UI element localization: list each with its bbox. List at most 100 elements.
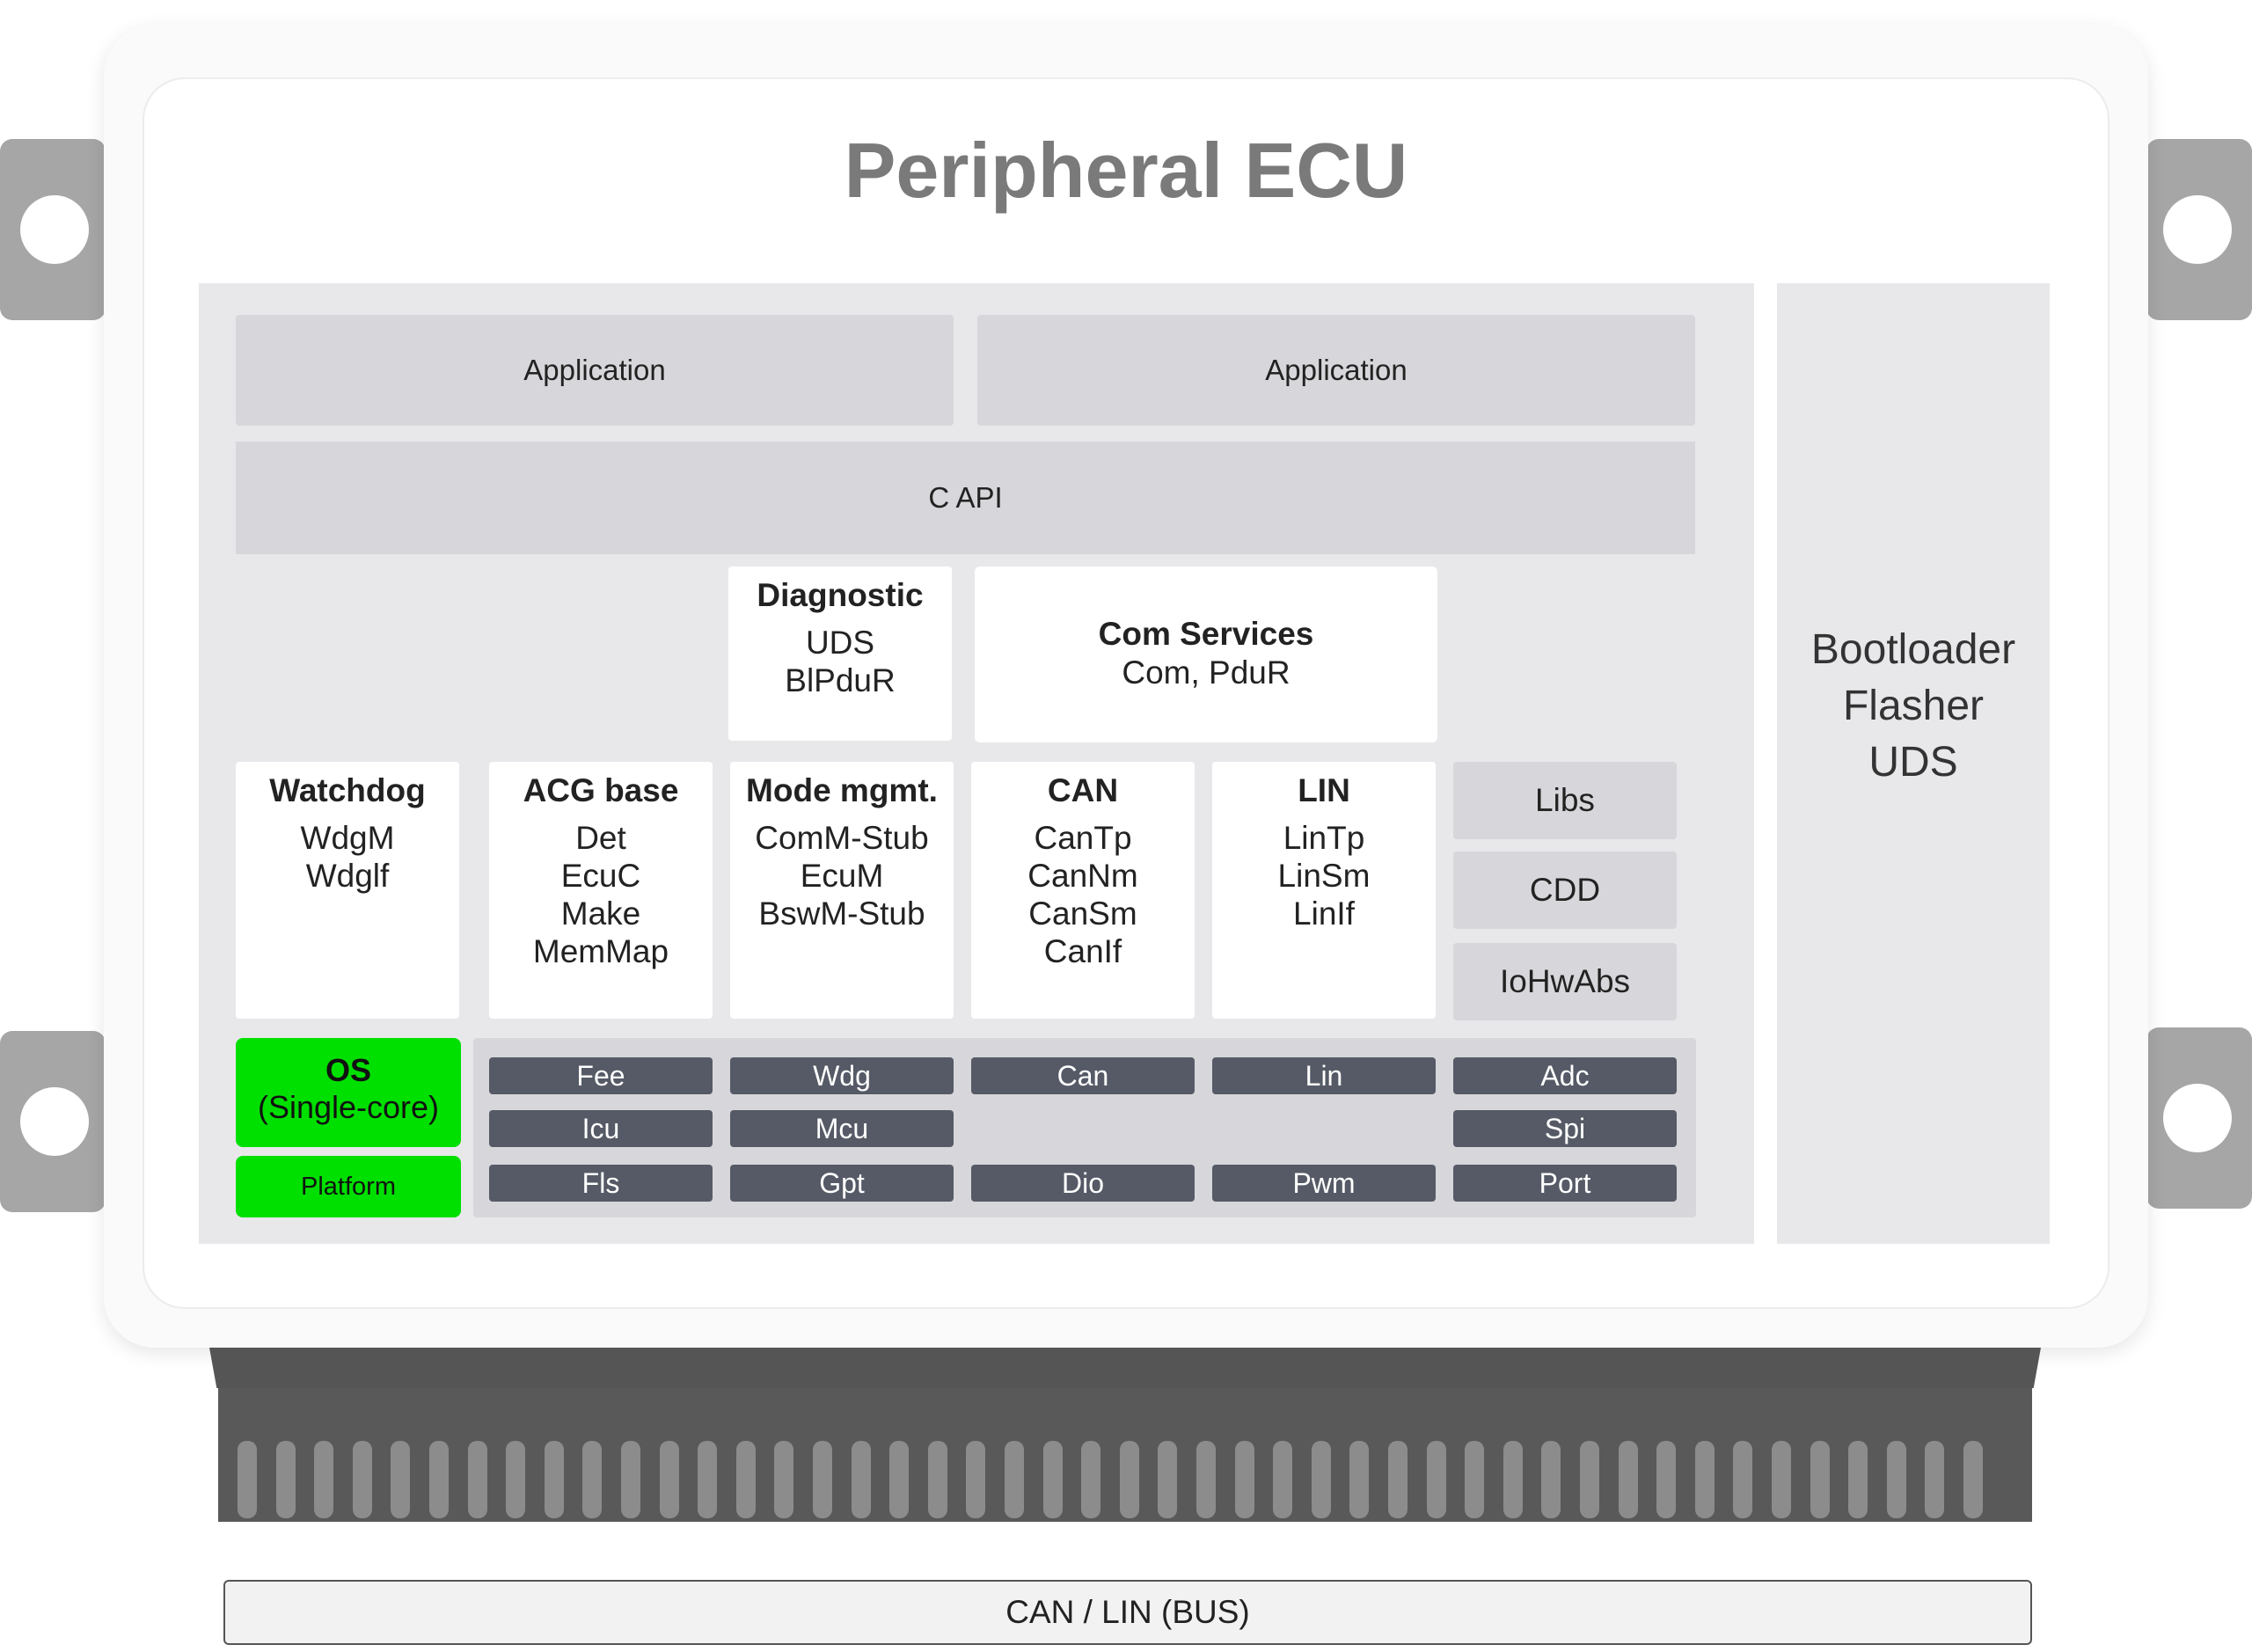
connector-pin — [927, 1441, 947, 1518]
mcal-driver-spi: Spi — [1453, 1110, 1677, 1147]
mounting-hole — [2163, 1084, 2232, 1152]
connector-pin — [238, 1441, 257, 1518]
connector-pin — [275, 1441, 296, 1518]
mcal-driver-can: Can — [971, 1057, 1195, 1094]
connector-pin — [1694, 1441, 1715, 1518]
connector-pin — [1388, 1441, 1408, 1518]
diagnostic-title: Diagnostic — [757, 577, 924, 613]
bootloader-line: Bootloader — [1810, 626, 2016, 673]
connector-pin — [813, 1441, 832, 1518]
connector-pin — [506, 1441, 526, 1518]
connector-pin — [1733, 1441, 1753, 1518]
module-item: EcuM — [800, 857, 884, 894]
mounting-bracket-left-bottom — [0, 1031, 106, 1212]
mounting-hole — [20, 1087, 89, 1156]
os-subtitle: (Single-core) — [257, 1089, 440, 1126]
mounting-hole — [20, 195, 89, 264]
module-item: MemMap — [532, 932, 669, 969]
module-item: CanSm — [1028, 895, 1137, 932]
module-title: Watchdog — [269, 772, 426, 808]
module-item: LinIf — [1293, 895, 1355, 932]
bootloader-panel: Bootloader Flasher UDS — [1777, 283, 2050, 1244]
connector-pin — [1580, 1441, 1599, 1518]
mcal-driver-fee: Fee — [489, 1057, 713, 1094]
module-item: LinSm — [1277, 857, 1371, 894]
bus-bar: CAN / LIN (BUS) — [223, 1580, 2032, 1645]
connector-pin — [1963, 1441, 1983, 1518]
module-item: Det — [575, 819, 626, 856]
module-title: Mode mgmt. — [746, 772, 938, 808]
module-item: WdgM — [300, 819, 395, 856]
connector-pin — [314, 1441, 334, 1518]
com-services-box: Com Services Com, PduR — [975, 567, 1437, 742]
connector-pin — [391, 1441, 411, 1518]
connector-pin — [889, 1441, 910, 1518]
module-title: ACG base — [523, 772, 679, 808]
connector-top — [209, 1348, 2041, 1388]
connector-pin — [1886, 1441, 1906, 1518]
mcal-driver-lin: Lin — [1212, 1057, 1436, 1094]
lin-module: LIN LinTp LinSm LinIf — [1212, 762, 1436, 1019]
connector-pin — [1848, 1441, 1868, 1518]
mcal-driver-wdg: Wdg — [730, 1057, 954, 1094]
connector-pin — [1119, 1441, 1139, 1518]
mcal-driver-mcu: Mcu — [730, 1110, 954, 1147]
mode-mgmt-module: Mode mgmt. ComM-Stub EcuM BswM-Stub — [730, 762, 954, 1019]
mcal-driver-icu: Icu — [489, 1110, 713, 1147]
connector-pin — [698, 1441, 718, 1518]
mcal-driver-port: Port — [1453, 1165, 1677, 1202]
connector-pin — [582, 1441, 603, 1518]
module-item: CanNm — [1027, 857, 1138, 894]
module-item: Wdglf — [305, 857, 390, 894]
application-box-1: Application — [236, 315, 954, 426]
connector-pin — [1810, 1441, 1830, 1518]
mcal-driver-dio: Dio — [971, 1165, 1195, 1202]
connector-pin — [1503, 1441, 1523, 1518]
connector-pin — [1426, 1441, 1446, 1518]
connector-pin — [735, 1441, 756, 1518]
connector-pin — [352, 1441, 372, 1518]
module-item: Make — [560, 895, 641, 932]
connector-pin — [1273, 1441, 1293, 1518]
connector-pin — [1042, 1441, 1063, 1518]
module-title: CAN — [1047, 772, 1119, 808]
module-item: ComM-Stub — [755, 819, 929, 856]
diagnostic-item: UDS — [805, 624, 875, 661]
c-api-box: C API — [236, 442, 1695, 554]
connector-pin — [966, 1441, 986, 1518]
connector-pin — [1234, 1441, 1254, 1518]
diagnostic-item: BlPduR — [785, 662, 896, 698]
connector-pin — [1081, 1441, 1101, 1518]
iohwabs-box: IoHwAbs — [1453, 943, 1677, 1020]
bootloader-line: Flasher — [1842, 683, 1985, 729]
module-title: LIN — [1298, 772, 1350, 808]
connector-pin — [544, 1441, 564, 1518]
connector-pin — [1158, 1441, 1178, 1518]
connector-pin — [774, 1441, 794, 1518]
connector-pin — [1349, 1441, 1370, 1518]
connector-pin — [1772, 1441, 1791, 1518]
connector-pin — [1656, 1441, 1677, 1518]
connector-pin — [467, 1441, 487, 1518]
watchdog-module: Watchdog WdgM Wdglf — [236, 762, 459, 1019]
connector-pin — [429, 1441, 449, 1518]
acg-base-module: ACG base Det EcuC Make MemMap — [489, 762, 713, 1019]
mcal-driver-adc: Adc — [1453, 1057, 1677, 1094]
can-module: CAN CanTp CanNm CanSm CanIf — [971, 762, 1195, 1019]
cdd-box: CDD — [1453, 852, 1677, 929]
connector-pin — [1005, 1441, 1024, 1518]
com-services-title: Com Services — [1098, 616, 1314, 652]
application-box-2: Application — [977, 315, 1695, 426]
diagnostic-box: Diagnostic UDS BlPduR — [728, 567, 952, 741]
mounting-bracket-right-top — [2146, 139, 2252, 320]
connector-pin — [621, 1441, 640, 1518]
mounting-bracket-left-top — [0, 139, 106, 320]
connector-pin — [659, 1441, 679, 1518]
module-item: LinTp — [1283, 819, 1365, 856]
libs-box: Libs — [1453, 762, 1677, 839]
mcal-driver-fls: Fls — [489, 1165, 713, 1202]
os-title: OS — [325, 1052, 371, 1088]
module-item: CanTp — [1034, 819, 1132, 856]
connector-pin — [1925, 1441, 1945, 1518]
mcal-driver-gpt: Gpt — [730, 1165, 954, 1202]
